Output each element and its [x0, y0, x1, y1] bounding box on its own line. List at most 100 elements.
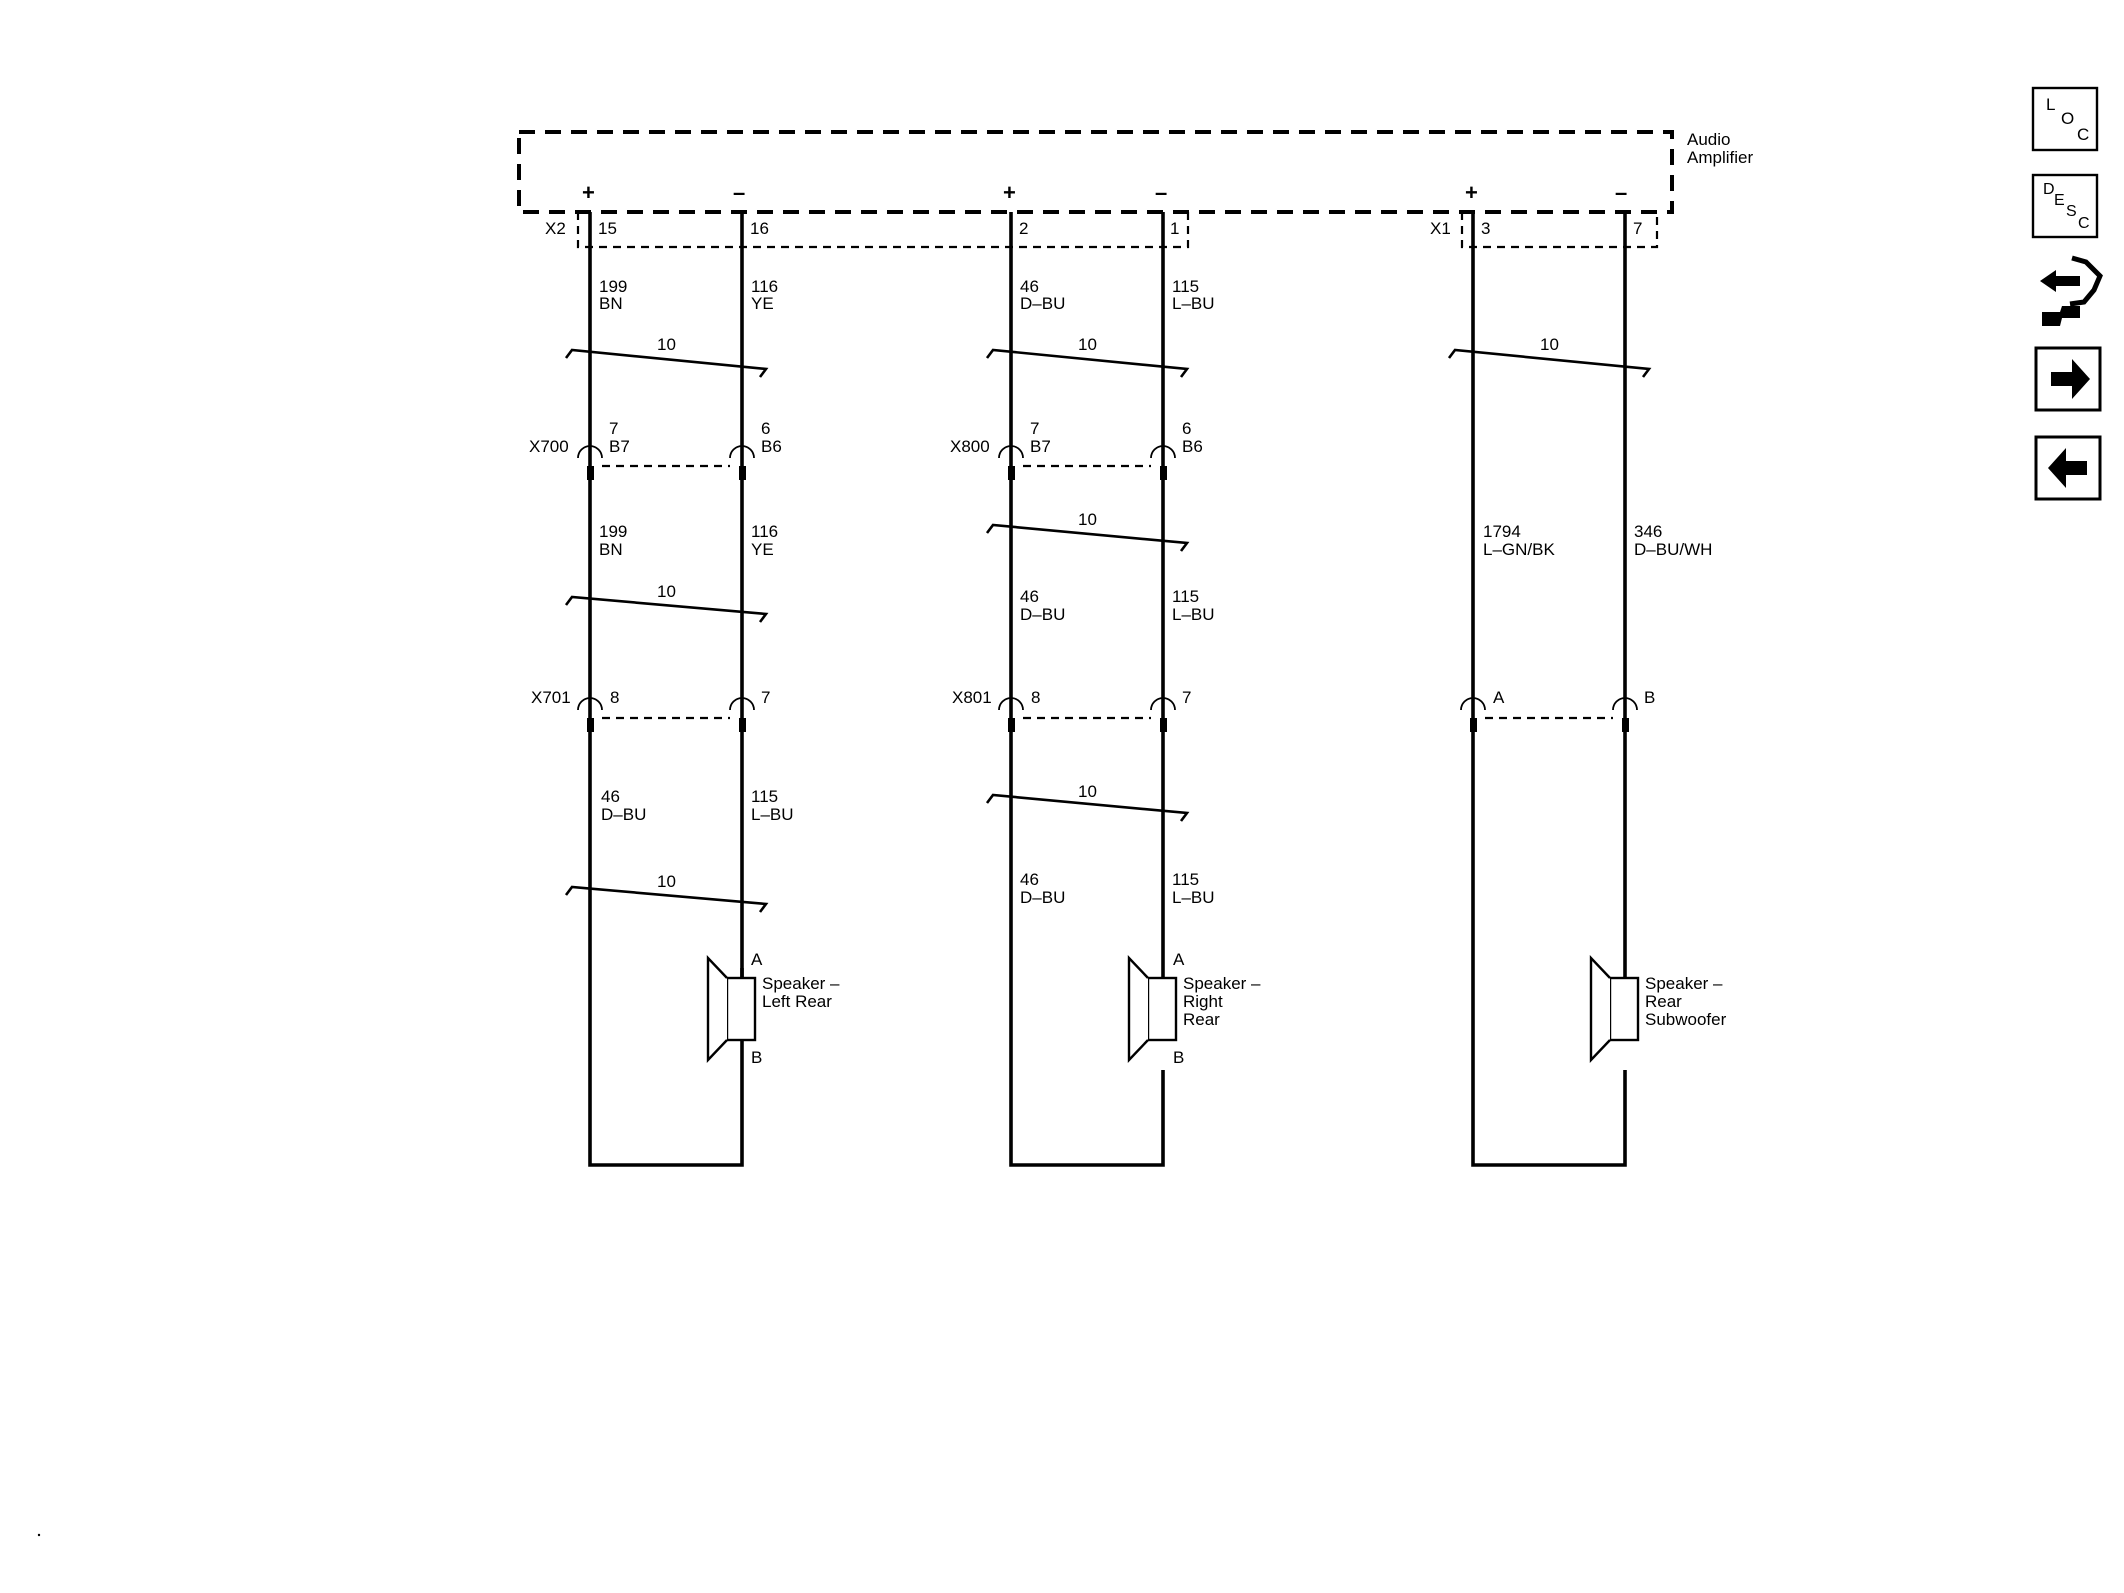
- plus-marker: +: [582, 180, 595, 205]
- circuit-number: 199: [599, 277, 627, 296]
- twist-value: 10: [657, 872, 676, 891]
- wire-color: L–BU: [751, 805, 794, 824]
- amplifier-outline: [517, 130, 1674, 214]
- inline-connector: A B: [1460, 688, 1655, 732]
- arrow-right-icon: [2051, 359, 2090, 399]
- wire-color: D–BU/WH: [1634, 540, 1712, 559]
- location-button[interactable]: L O C: [2031, 86, 2099, 152]
- speaker-label-line3: Subwoofer: [1645, 1010, 1727, 1029]
- circuit-number: 116: [751, 522, 778, 541]
- circuit-number: 115: [1172, 587, 1199, 606]
- stray-dot: [37, 1533, 41, 1537]
- connector-x800: X800 7 B7 6 B6: [950, 419, 1203, 480]
- connector-end-view-icon: [2040, 255, 2103, 326]
- connector-label: X800: [950, 437, 990, 456]
- circuit-number: 46: [1020, 587, 1039, 606]
- plus-marker: +: [1465, 180, 1478, 205]
- amplifier-name-line2: Amplifier: [1687, 148, 1753, 167]
- speaker-cone-icon: [1589, 954, 1611, 1064]
- twist-value: 10: [1078, 782, 1097, 801]
- wire-color: D–BU: [1020, 605, 1065, 624]
- wire-color: YE: [751, 294, 774, 313]
- minus-marker: –: [1155, 180, 1167, 205]
- circuit-number: 116: [751, 277, 778, 296]
- pin-number: 6: [761, 419, 770, 438]
- speaker-pin: A: [751, 950, 763, 969]
- wire-color: D–BU: [1020, 294, 1065, 313]
- wire-color: L–BU: [1172, 605, 1215, 624]
- connector-label: X2: [545, 219, 566, 238]
- wire-color: YE: [751, 540, 774, 559]
- pin-number: 15: [598, 219, 617, 238]
- svg-text:S: S: [2066, 203, 2077, 220]
- pin-number: B6: [761, 437, 782, 456]
- pin-number: 8: [1031, 688, 1040, 707]
- twist-value: 10: [1540, 335, 1559, 354]
- twisted-pair-marker: 10: [985, 335, 1190, 378]
- connector-x700: X700 7 B7 6 B6: [529, 419, 782, 480]
- circuit-number: 199: [599, 522, 627, 541]
- twist-value: 10: [657, 582, 676, 601]
- twist-value: 10: [1078, 510, 1097, 529]
- connector-x801: X801 8 7: [952, 688, 1191, 732]
- circuit-number: 115: [1172, 870, 1199, 889]
- circuit-number: 46: [1020, 870, 1039, 889]
- plus-marker: +: [1003, 180, 1016, 205]
- connector-x1-outline: [1460, 212, 1659, 249]
- circuit-number: 115: [751, 787, 778, 806]
- wire-color: L–BU: [1172, 888, 1215, 907]
- pin-number: 3: [1481, 219, 1490, 238]
- connector-label: X1: [1430, 219, 1451, 238]
- speaker-label-line3: Rear: [1183, 1010, 1220, 1029]
- previous-page-button[interactable]: [2034, 435, 2102, 501]
- wire-color: D–BU: [1020, 888, 1065, 907]
- speaker-magnet: [725, 976, 757, 1042]
- speaker-cone-icon: [1127, 954, 1149, 1064]
- speaker-magnet: [1146, 976, 1178, 1042]
- twisted-pair-marker: 10: [1447, 335, 1652, 378]
- arrow-left-icon: [2048, 448, 2087, 488]
- pin-number: 1: [1170, 219, 1179, 238]
- speaker-label-line2: Left Rear: [762, 992, 832, 1011]
- speaker-left-rear: A B Speaker – Left Rear: [706, 950, 840, 1070]
- svg-text:L: L: [2046, 95, 2055, 114]
- subwoofer-channel: 10 1794 L–GN/BK 346 D–BU/WH A B Speaker …: [1447, 335, 1727, 1064]
- wire-color: L–BU: [1172, 294, 1215, 313]
- connector-label: X801: [952, 688, 992, 707]
- speaker-label-line2: Right: [1183, 992, 1223, 1011]
- pin-number: 2: [1019, 219, 1028, 238]
- pin-number: B6: [1182, 437, 1203, 456]
- twisted-pair-marker: 10: [985, 782, 1190, 822]
- speaker-cone-icon: [706, 954, 728, 1064]
- pin-number: B: [1644, 688, 1655, 707]
- connector-label: X701: [531, 688, 571, 707]
- twisted-pair-marker: 10: [564, 582, 769, 623]
- pin-number: 8: [610, 688, 619, 707]
- wire-right-rear-plus: [1009, 212, 1165, 1167]
- pin-number: 7: [761, 688, 770, 707]
- wire-color: BN: [599, 294, 623, 313]
- twist-value: 10: [1078, 335, 1097, 354]
- twisted-pair-marker: 10: [564, 335, 769, 378]
- wire-subwoofer-plus: [1471, 212, 1627, 1167]
- svg-text:C: C: [2077, 125, 2089, 144]
- speaker-right-rear: A B Speaker – Right Rear: [1127, 950, 1261, 1067]
- circuit-number: 115: [1172, 277, 1199, 296]
- audio-amplifier-module: Audio Amplifier + – + – + –: [517, 130, 1753, 214]
- wire-color: D–BU: [601, 805, 646, 824]
- connector-end-view-button[interactable]: [2040, 255, 2103, 326]
- twisted-pair-marker: 10: [564, 872, 769, 913]
- minus-marker: –: [1615, 180, 1627, 205]
- connector-label: X700: [529, 437, 569, 456]
- svg-text:E: E: [2054, 192, 2065, 209]
- connector-x701: X701 8 7: [531, 688, 770, 732]
- next-page-button[interactable]: [2034, 346, 2102, 412]
- svg-text:C: C: [2078, 215, 2090, 232]
- pin-number: 7: [1633, 219, 1642, 238]
- speaker-rear-subwoofer: Speaker – Rear Subwoofer: [1589, 954, 1727, 1064]
- speaker-label-line1: Speaker –: [762, 974, 840, 993]
- right-rear-channel: 46 D–BU 115 L–BU 10 X800 7 B7 6 B6 10 46…: [950, 277, 1261, 1067]
- pin-number: 7: [1030, 419, 1039, 438]
- wire-color: L–GN/BK: [1483, 540, 1555, 559]
- description-button[interactable]: D E S C: [2031, 173, 2099, 239]
